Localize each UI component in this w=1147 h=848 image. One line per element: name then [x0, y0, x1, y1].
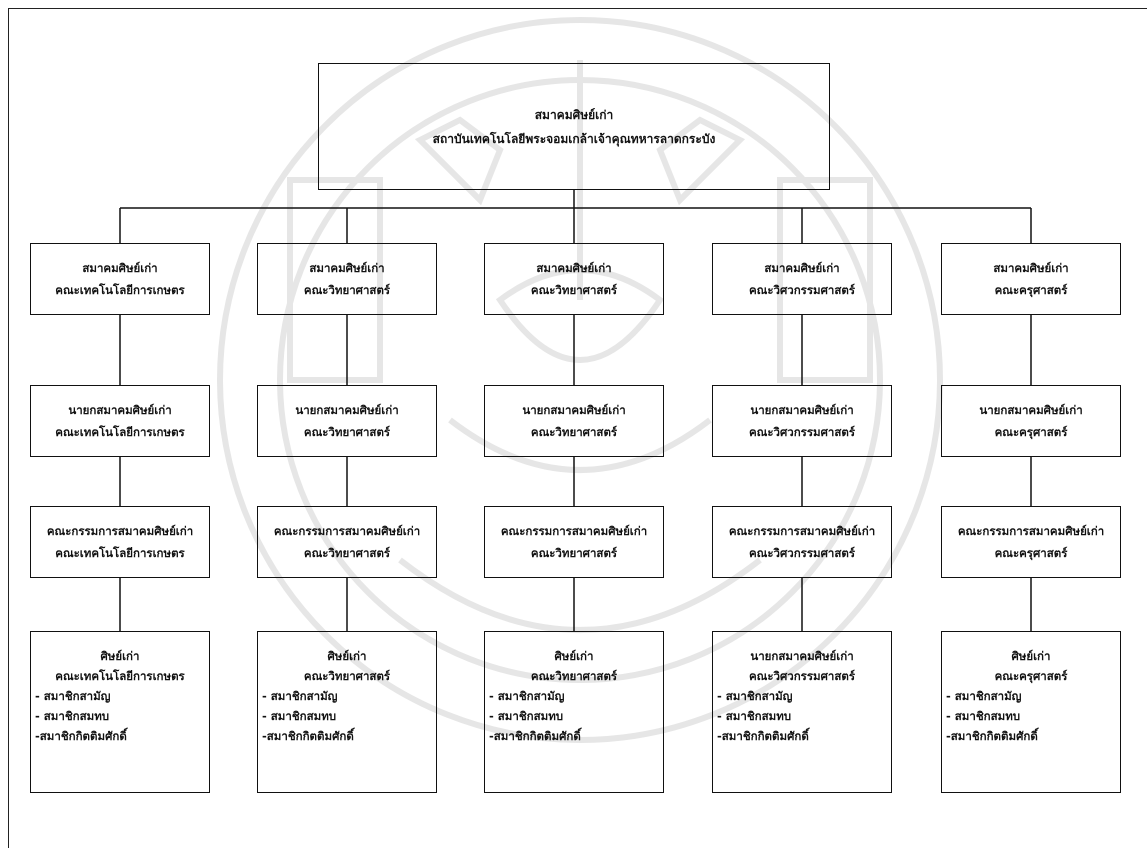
president-line: คณะเทคโนโลยีการเกษตร [55, 425, 185, 439]
col-5-assoc-box: สมาคมศิษย์เก่าคณะครุศาสตร์ [941, 243, 1121, 315]
col-3-president-box: นายกสมาคมศิษย์เก่าคณะวิทยาศาสตร์ [484, 385, 664, 457]
members-title-line: ศิษย์เก่า [327, 649, 367, 663]
assoc-line: สมาคมศิษย์เก่า [764, 261, 840, 275]
col-5-members-box: ศิษย์เก่าคณะครุศาสตร์- สมาชิกสามัญ- สมาช… [941, 631, 1121, 793]
president-line: คณะวิทยาศาสตร์ [303, 425, 391, 439]
col-1-assoc-box: สมาคมศิษย์เก่าคณะเทคโนโลยีการเกษตร [30, 243, 210, 315]
assoc-line: สมาคมศิษย์เก่า [536, 261, 612, 275]
col-5-committee-box: คณะกรรมการสมาคมศิษย์เก่าคณะครุศาสตร์ [941, 506, 1121, 578]
member-type-item: - สมาชิกสมทบ [35, 709, 110, 723]
president-line: นายกสมาคมศิษย์เก่า [979, 403, 1083, 417]
president-line: คณะวิทยาศาสตร์ [530, 425, 618, 439]
committee-line: คณะกรรมการสมาคมศิษย์เก่า [500, 524, 648, 538]
assoc-line: คณะวิศวกรรมศาสตร์ [748, 283, 856, 297]
president-line: นายกสมาคมศิษย์เก่า [522, 403, 626, 417]
page-frame [8, 8, 1147, 848]
committee-line: คณะครุศาสตร์ [994, 546, 1068, 560]
col-2-members-box: ศิษย์เก่าคณะวิทยาศาสตร์- สมาชิกสามัญ- สม… [257, 631, 437, 793]
member-type-list: - สมาชิกสามัญ - สมาชิกสมทบ -สมาชิกกิตติมศั… [713, 686, 891, 746]
members-title-line: ศิษย์เก่า [100, 649, 140, 663]
member-type-list: - สมาชิกสามัญ - สมาชิกสมทบ -สมาชิกกิตติมศั… [31, 686, 209, 746]
member-type-item: -สมาชิกกิตติมศักดิ์ [946, 729, 1038, 743]
member-type-item: - สมาชิกสามัญ [489, 689, 565, 703]
col-2-assoc-box: สมาคมศิษย์เก่าคณะวิทยาศาสตร์ [257, 243, 437, 315]
assoc-line: คณะเทคโนโลยีการเกษตร [55, 283, 185, 297]
assoc-line: สมาคมศิษย์เก่า [309, 261, 385, 275]
root-title: สมาคมศิษย์เก่า [534, 107, 614, 122]
member-type-item: -สมาชิกกิตติมศักดิ์ [717, 729, 809, 743]
members-title-line: คณะวิทยาศาสตร์ [530, 669, 618, 683]
assoc-line: คณะวิทยาศาสตร์ [303, 283, 391, 297]
assoc-line: คณะครุศาสตร์ [994, 283, 1068, 297]
assoc-line: สมาคมศิษย์เก่า [82, 261, 158, 275]
members-title-line: คณะครุศาสตร์ [994, 669, 1068, 683]
member-type-item: - สมาชิกสามัญ [35, 689, 111, 703]
committee-line: คณะกรรมการสมาคมศิษย์เก่า [273, 524, 421, 538]
president-line: คณะครุศาสตร์ [994, 425, 1068, 439]
member-type-item: - สมาชิกสมทบ [717, 709, 792, 723]
committee-line: คณะกรรมการสมาคมศิษย์เก่า [957, 524, 1105, 538]
committee-line: คณะวิศวกรรมศาสตร์ [748, 546, 856, 560]
col-5-president-box: นายกสมาคมศิษย์เก่าคณะครุศาสตร์ [941, 385, 1121, 457]
root-subtitle: สถาบันเทคโนโลยีพระจอมเกล้าเจ้าคุณทหารลาด… [432, 131, 716, 146]
col-4-president-box: นายกสมาคมศิษย์เก่าคณะวิศวกรรมศาสตร์ [712, 385, 892, 457]
member-type-item: -สมาชิกกิตติมศักดิ์ [262, 729, 354, 743]
president-line: นายกสมาคมศิษย์เก่า [750, 403, 854, 417]
member-type-item: - สมาชิกสมทบ [946, 709, 1021, 723]
committee-line: คณะเทคโนโลยีการเกษตร [55, 546, 185, 560]
members-title-line: คณะวิศวกรรมศาสตร์ [748, 669, 856, 683]
members-title-line: คณะเทคโนโลยีการเกษตร [55, 669, 185, 683]
committee-line: คณะวิทยาศาสตร์ [530, 546, 618, 560]
col-1-committee-box: คณะกรรมการสมาคมศิษย์เก่าคณะเทคโนโลยีการเ… [30, 506, 210, 578]
seal-watermark-icon [217, 17, 943, 743]
col-2-president-box: นายกสมาคมศิษย์เก่าคณะวิทยาศาสตร์ [257, 385, 437, 457]
col-2-committee-box: คณะกรรมการสมาคมศิษย์เก่าคณะวิทยาศาสตร์ [257, 506, 437, 578]
member-type-item: -สมาชิกกิตติมศักดิ์ [489, 729, 581, 743]
col-3-committee-box: คณะกรรมการสมาคมศิษย์เก่าคณะวิทยาศาสตร์ [484, 506, 664, 578]
col-4-assoc-box: สมาคมศิษย์เก่าคณะวิศวกรรมศาสตร์ [712, 243, 892, 315]
member-type-list: - สมาชิกสามัญ - สมาชิกสมทบ -สมาชิกกิตติมศั… [942, 686, 1120, 746]
col-1-president-box: นายกสมาคมศิษย์เก่าคณะเทคโนโลยีการเกษตร [30, 385, 210, 457]
assoc-line: สมาคมศิษย์เก่า [993, 261, 1069, 275]
col-3-assoc-box: สมาคมศิษย์เก่าคณะวิทยาศาสตร์ [484, 243, 664, 315]
member-type-item: -สมาชิกกิตติมศักดิ์ [35, 729, 127, 743]
member-type-list: - สมาชิกสามัญ - สมาชิกสมทบ -สมาชิกกิตติมศั… [258, 686, 436, 746]
member-type-item: - สมาชิกสามัญ [946, 689, 1022, 703]
root-association-box: สมาคมศิษย์เก่าสถาบันเทคโนโลยีพระจอมเกล้า… [318, 63, 830, 190]
member-type-item: - สมาชิกสมทบ [489, 709, 564, 723]
members-title-line: นายกสมาคมศิษย์เก่า [750, 649, 854, 663]
president-line: นายกสมาคมศิษย์เก่า [295, 403, 399, 417]
member-type-list: - สมาชิกสามัญ - สมาชิกสมทบ -สมาชิกกิตติมศั… [485, 686, 663, 746]
assoc-line: คณะวิทยาศาสตร์ [530, 283, 618, 297]
col-4-members-box: นายกสมาคมศิษย์เก่าคณะวิศวกรรมศาสตร์ - สมา… [712, 631, 892, 793]
col-3-members-box: ศิษย์เก่าคณะวิทยาศาสตร์- สมาชิกสามัญ- สม… [484, 631, 664, 793]
committee-line: คณะวิทยาศาสตร์ [303, 546, 391, 560]
committee-line: คณะกรรมการสมาคมศิษย์เก่า [728, 524, 876, 538]
member-type-item: - สมาชิกสามัญ [262, 689, 338, 703]
col-4-committee-box: คณะกรรมการสมาคมศิษย์เก่าคณะวิศวกรรมศาสตร… [712, 506, 892, 578]
committee-line: คณะกรรมการสมาคมศิษย์เก่า [46, 524, 194, 538]
president-line: คณะวิศวกรรมศาสตร์ [748, 425, 856, 439]
col-1-members-box: ศิษย์เก่าคณะเทคโนโลยีการเกษตร - สมาชิกสาม… [30, 631, 210, 793]
president-line: นายกสมาคมศิษย์เก่า [68, 403, 172, 417]
members-title-line: คณะวิทยาศาสตร์ [303, 669, 391, 683]
members-title-line: ศิษย์เก่า [554, 649, 594, 663]
member-type-item: - สมาชิกสมทบ [262, 709, 337, 723]
members-title-line: ศิษย์เก่า [1011, 649, 1051, 663]
member-type-item: - สมาชิกสามัญ [717, 689, 793, 703]
